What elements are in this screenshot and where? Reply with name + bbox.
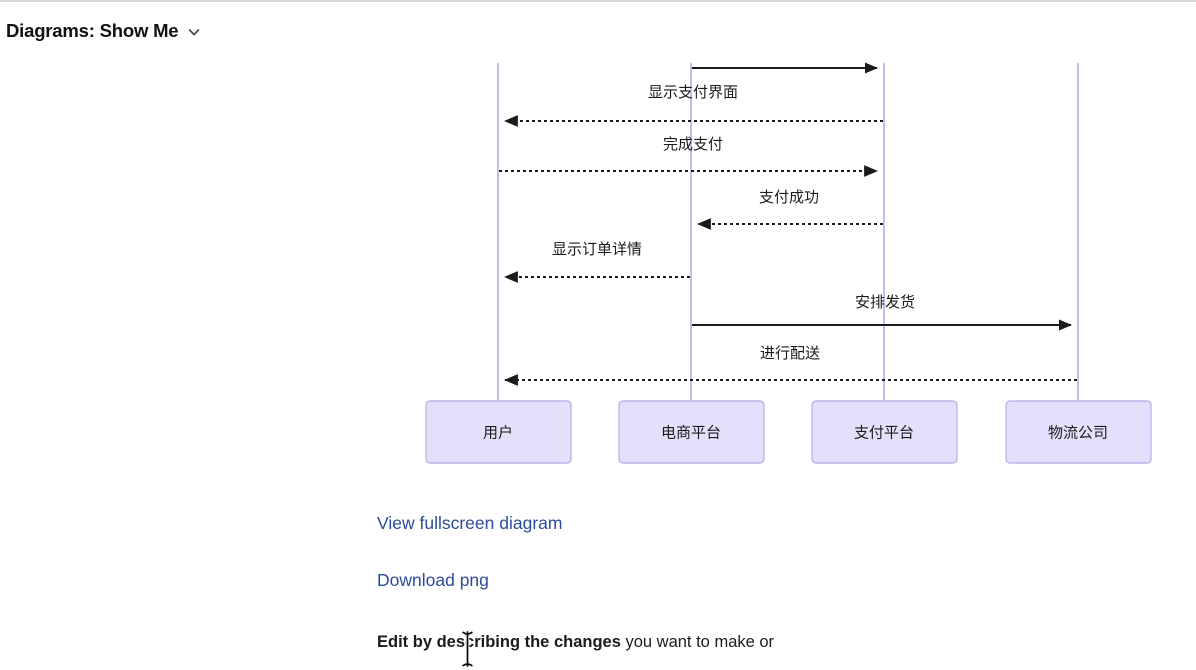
participant-box-user bbox=[425, 400, 572, 464]
participant-label-pay: 支付平台 bbox=[854, 425, 914, 442]
chevron-down-icon[interactable] bbox=[187, 25, 201, 39]
sequence-diagram: 显示支付界面完成支付支付成功显示订单详情安排发货进行配送 用户 电商平台 支付平台 物… bbox=[425, 62, 1152, 464]
edit-instructions-rest: you want to make or bbox=[620, 633, 775, 651]
participant-label-logistic: 物流公司 bbox=[1048, 425, 1108, 442]
edit-instructions-bold: Edit by describing the changes bbox=[377, 633, 621, 651]
plugin-header[interactable]: Diagrams: Show Me bbox=[6, 20, 201, 42]
edit-instructions: Edit by describing the changes you want … bbox=[377, 632, 774, 653]
top-divider bbox=[0, 0, 1196, 2]
message-label-m2: 显示支付界面 bbox=[648, 84, 738, 101]
diagram-actions: View fullscreen diagram Download png bbox=[377, 513, 1077, 627]
lifelines-group bbox=[497, 63, 1079, 401]
participant-box-pay bbox=[811, 400, 958, 464]
participant-box-ecom bbox=[618, 400, 765, 464]
participant-label-ecom: 电商平台 bbox=[661, 425, 721, 442]
participant-label-user: 用户 bbox=[483, 425, 513, 442]
message-label-m7: 进行配送 bbox=[760, 345, 820, 362]
page-title: Diagrams: Show Me bbox=[6, 20, 179, 41]
message-label-m3: 完成支付 bbox=[663, 136, 723, 153]
participant-box-logistic bbox=[1005, 400, 1152, 464]
download-png-link[interactable]: Download png bbox=[377, 570, 489, 590]
message-label-m5: 显示订单详情 bbox=[552, 241, 642, 258]
message-label-m4: 支付成功 bbox=[759, 189, 819, 206]
view-fullscreen-diagram-link[interactable]: View fullscreen diagram bbox=[377, 513, 563, 533]
participants-group: 用户 电商平台 支付平台 物流公司 bbox=[425, 400, 1152, 464]
message-label-m6: 安排发货 bbox=[855, 294, 915, 311]
